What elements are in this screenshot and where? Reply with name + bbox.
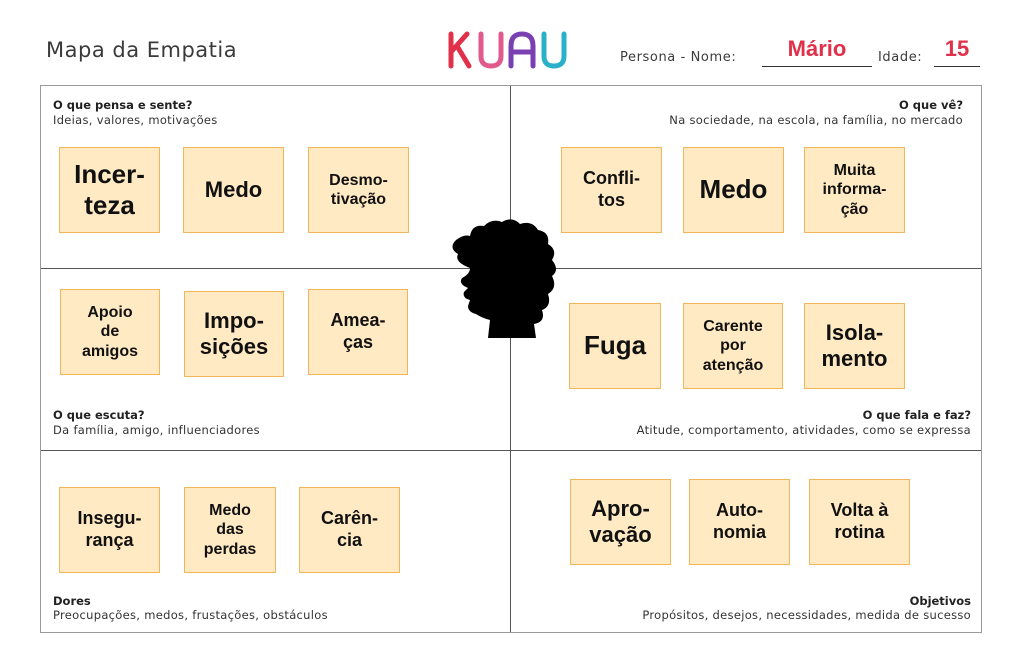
sticky-note-pensa-2[interactable]: Medo bbox=[183, 147, 284, 233]
quadrant-objetivos-title: Objetivos bbox=[909, 594, 971, 608]
persona-age-label: Idade: bbox=[878, 50, 923, 65]
sticky-note-ve-2[interactable]: Medo bbox=[683, 147, 784, 233]
quadrant-escuta-subtitle: Da família, amigo, influenciadores bbox=[53, 423, 260, 437]
quadrant-pensa-title: O que pensa e sente? bbox=[53, 98, 193, 112]
age-underline bbox=[934, 66, 980, 67]
sticky-note-escuta-3[interactable]: Amea- ças bbox=[308, 289, 408, 375]
quadrant-dores-subtitle: Preocupações, medos, frustações, obstácu… bbox=[53, 608, 328, 622]
kuau-logo bbox=[448, 31, 567, 69]
persona-age-value[interactable]: 15 bbox=[944, 36, 970, 61]
divider-bottom bbox=[41, 450, 981, 451]
quadrant-fala-title: O que fala e faz? bbox=[862, 408, 971, 422]
divider-vertical bbox=[510, 86, 511, 632]
page-title: Mapa da Empatia bbox=[46, 38, 238, 62]
sticky-note-pensa-3[interactable]: Desmo- tivação bbox=[308, 147, 409, 233]
name-underline bbox=[762, 66, 872, 67]
sticky-note-fala-1[interactable]: Fuga bbox=[569, 303, 661, 389]
sticky-note-objetivos-1[interactable]: Apro- vação bbox=[570, 479, 671, 565]
quadrant-ve-subtitle: Na sociedade, na escola, na família, no … bbox=[669, 113, 963, 127]
sticky-note-escuta-2[interactable]: Impo- sições bbox=[184, 291, 284, 377]
sticky-note-ve-1[interactable]: Confli- tos bbox=[561, 147, 662, 233]
quadrant-escuta-title: O que escuta? bbox=[53, 408, 145, 422]
sticky-note-pensa-1[interactable]: Incer- teza bbox=[59, 147, 160, 233]
sticky-note-fala-2[interactable]: Carente por atenção bbox=[683, 303, 783, 389]
persona-fields: Persona - Nome: Mário Idade: 15 bbox=[620, 36, 990, 72]
sticky-note-escuta-1[interactable]: Apoio de amigos bbox=[60, 289, 160, 375]
persona-name-label: Persona - Nome: bbox=[620, 50, 737, 65]
sticky-note-dores-2[interactable]: Medo das perdas bbox=[184, 487, 276, 573]
sticky-note-dores-1[interactable]: Insegu- rança bbox=[59, 487, 160, 573]
quadrant-objetivos-subtitle: Propósitos, desejos, necessidades, medid… bbox=[642, 608, 971, 622]
sticky-note-objetivos-2[interactable]: Auto- nomia bbox=[689, 479, 790, 565]
quadrant-fala-subtitle: Atitude, comportamento, atividades, como… bbox=[636, 423, 971, 437]
sticky-note-ve-3[interactable]: Muita informa- ção bbox=[804, 147, 905, 233]
sticky-note-fala-3[interactable]: Isola- mento bbox=[804, 303, 905, 389]
head-silhouette-icon bbox=[452, 219, 556, 338]
sticky-note-dores-3[interactable]: Carên- cia bbox=[299, 487, 400, 573]
sticky-note-objetivos-3[interactable]: Volta à rotina bbox=[809, 479, 910, 565]
quadrant-dores-title: Dores bbox=[53, 594, 91, 608]
persona-name-value[interactable]: Mário bbox=[787, 36, 847, 61]
quadrant-pensa-subtitle: Ideias, valores, motivações bbox=[53, 113, 218, 127]
empathy-map-board: O que pensa e sente? Ideias, valores, mo… bbox=[40, 85, 982, 633]
quadrant-ve-title: O que vê? bbox=[899, 98, 963, 112]
